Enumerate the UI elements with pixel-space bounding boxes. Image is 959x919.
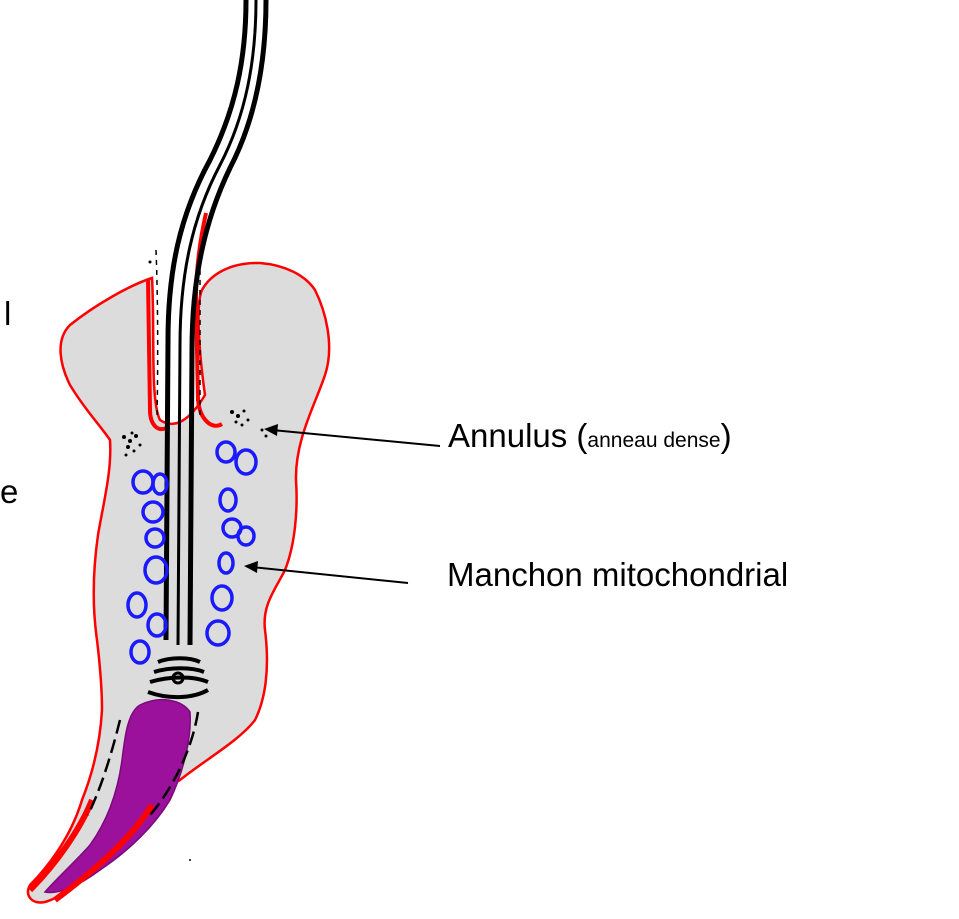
annulus-label-sub: anneau dense (587, 429, 720, 452)
clipped-text-fragment: e (0, 473, 18, 511)
annulus-label-main: Annulus ( (448, 417, 587, 454)
stray-dot (189, 859, 191, 861)
annulus-label: Annulus (anneau dense) (448, 417, 732, 455)
manchon-label: Manchon mitochondrial (447, 556, 788, 594)
annulus-label-close: ) (721, 417, 732, 454)
clipped-text-fragment: l (4, 295, 11, 333)
stray-dot (149, 261, 152, 264)
